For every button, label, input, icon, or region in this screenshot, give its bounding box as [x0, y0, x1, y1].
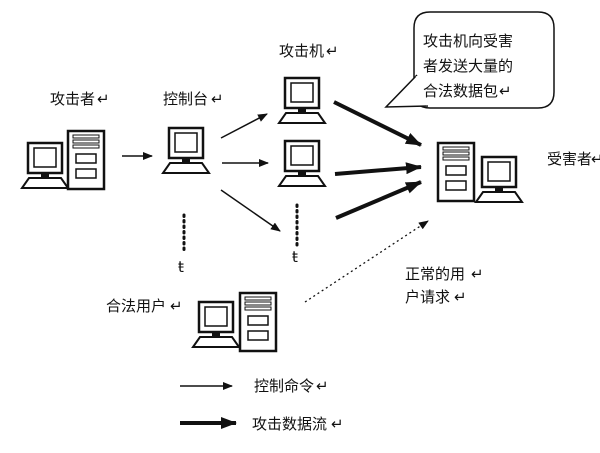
victim-label-mark: ↵	[591, 150, 600, 168]
attacker-label-mark: ↵	[97, 90, 110, 108]
legit-user-label-mark: ↵	[170, 297, 183, 315]
legend-control-command-label: 控制命令	[254, 377, 314, 395]
zombies-label: 攻击机	[279, 42, 324, 60]
callout-line-1: 攻击机向受害	[423, 32, 513, 50]
attacker-label: 攻击者	[50, 90, 95, 108]
legend-control-command-mark: ↵	[316, 377, 329, 395]
callout-line-2: 者发送大量的	[423, 57, 513, 75]
attack-arrow-2	[334, 162, 422, 176]
normal-request-line-2: 户请求	[405, 288, 450, 306]
zombie-ellipsis-mark: ŧ	[292, 248, 298, 266]
callout-line-3-mark: ↵	[499, 82, 512, 100]
attack-arrow-3	[335, 180, 422, 220]
normal-request-line-1-mark: ↵	[471, 265, 484, 283]
legit-user-label: 合法用户	[106, 297, 166, 315]
zombies-label-mark: ↵	[326, 42, 339, 60]
control-arrow-console-zombie-3	[220, 189, 281, 232]
victim-label: 受害者	[547, 150, 592, 168]
zombie-computer-icon-1	[277, 76, 327, 125]
victim-computer-icon	[436, 141, 524, 204]
callout-pointer	[384, 74, 429, 108]
normal-request-line-1: 正常的用	[405, 265, 465, 283]
console-computer-icon	[161, 126, 211, 175]
control-arrow-console-zombie-1	[220, 113, 268, 139]
callout-line-3: 合法数据包	[423, 82, 498, 100]
legend: 控制命令 ↵ 攻击数据流 ↵	[180, 377, 344, 433]
legend-attack-flow-mark: ↵	[331, 415, 344, 433]
legend-attack-flow-label: 攻击数据流	[252, 415, 327, 433]
attack-arrow-1	[333, 100, 422, 147]
callout-bubble	[413, 11, 555, 109]
attacker-computer-icon	[20, 129, 106, 191]
legit-user-computer-icon	[191, 291, 278, 353]
console-label-mark: ↵	[211, 90, 224, 108]
zombie-computer-icon-2	[277, 139, 327, 188]
console-ellipsis-mark: ŧ	[178, 258, 184, 276]
console-label: 控制台	[163, 90, 208, 108]
normal-request-line-2-mark: ↵	[454, 288, 467, 306]
